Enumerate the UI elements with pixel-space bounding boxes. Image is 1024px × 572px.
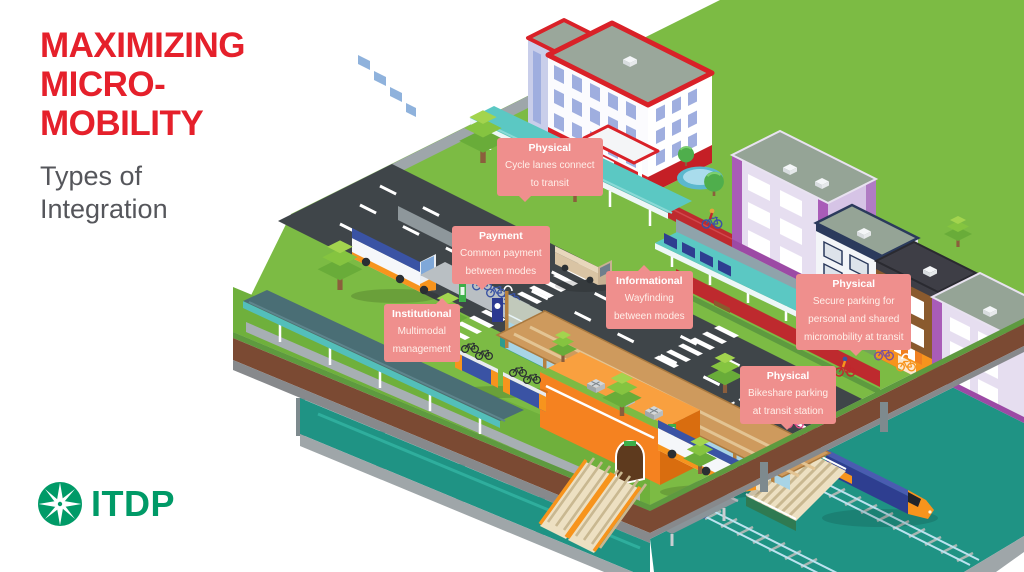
deck-structure — [233, 318, 1024, 572]
callout-category: Payment — [478, 230, 523, 242]
walkway-canopy-front — [243, 290, 524, 434]
lower-rail-level — [601, 67, 1024, 572]
itdp-logo: ITDP — [36, 480, 175, 528]
city-bus-left — [351, 55, 439, 303]
callout-text: Bikeshare parking at transit station — [748, 388, 829, 418]
escalators — [538, 457, 648, 553]
bike-shuttle-tram — [452, 342, 548, 412]
callout-institutional: Institutional Multimodal management — [384, 297, 460, 363]
callout-category: Informational — [616, 275, 683, 287]
lower-deck-edge — [964, 536, 1024, 572]
commuter-train — [826, 67, 934, 519]
wayfinding-kiosk — [459, 284, 466, 302]
callout-text: Common payment between modes — [460, 248, 542, 278]
title-block: MAXIMIZING MICRO- MOBILITY Types of Inte… — [40, 26, 245, 225]
front-walkway — [246, 322, 640, 503]
itdp-logo-text: ITDP — [91, 483, 176, 524]
tunnel-arch — [615, 440, 645, 487]
callout-bikeshare-parking: Physical Bikeshare parking at transit st… — [740, 366, 837, 431]
lawn-and-pond — [677, 145, 726, 198]
callout-category: Physical — [528, 142, 572, 154]
callout-secure-parking: Physical Secure parking for personal and… — [796, 274, 912, 357]
callout-text: Cycle lanes connect to transit — [505, 160, 595, 190]
callout-payment: Payment Common payment between modes — [452, 226, 550, 291]
cyclist-right — [834, 356, 856, 377]
callout-cycle-lanes: Physical Cycle lanes connect to transit — [497, 138, 603, 203]
station-sign — [492, 298, 503, 322]
callout-category: Physical — [766, 370, 810, 382]
callout-category: Institutional — [392, 308, 452, 320]
delivery-van — [555, 246, 615, 292]
callout-text: Wayfinding between modes — [614, 293, 685, 323]
page-subtitle: Types of Integration — [40, 160, 168, 224]
itdp-compass-star-icon — [38, 482, 82, 526]
bench — [714, 300, 730, 313]
callout-informational: Informational Wayfinding between modes — [606, 264, 693, 330]
callout-category: Physical — [832, 278, 876, 290]
road-median — [398, 206, 462, 252]
page-title: MAXIMIZING MICRO- MOBILITY — [40, 26, 245, 144]
callout-text: Secure parking for personal and shared m… — [804, 296, 904, 344]
cyclist-upper — [701, 208, 723, 229]
callout-text: Multimodal management — [392, 326, 451, 356]
